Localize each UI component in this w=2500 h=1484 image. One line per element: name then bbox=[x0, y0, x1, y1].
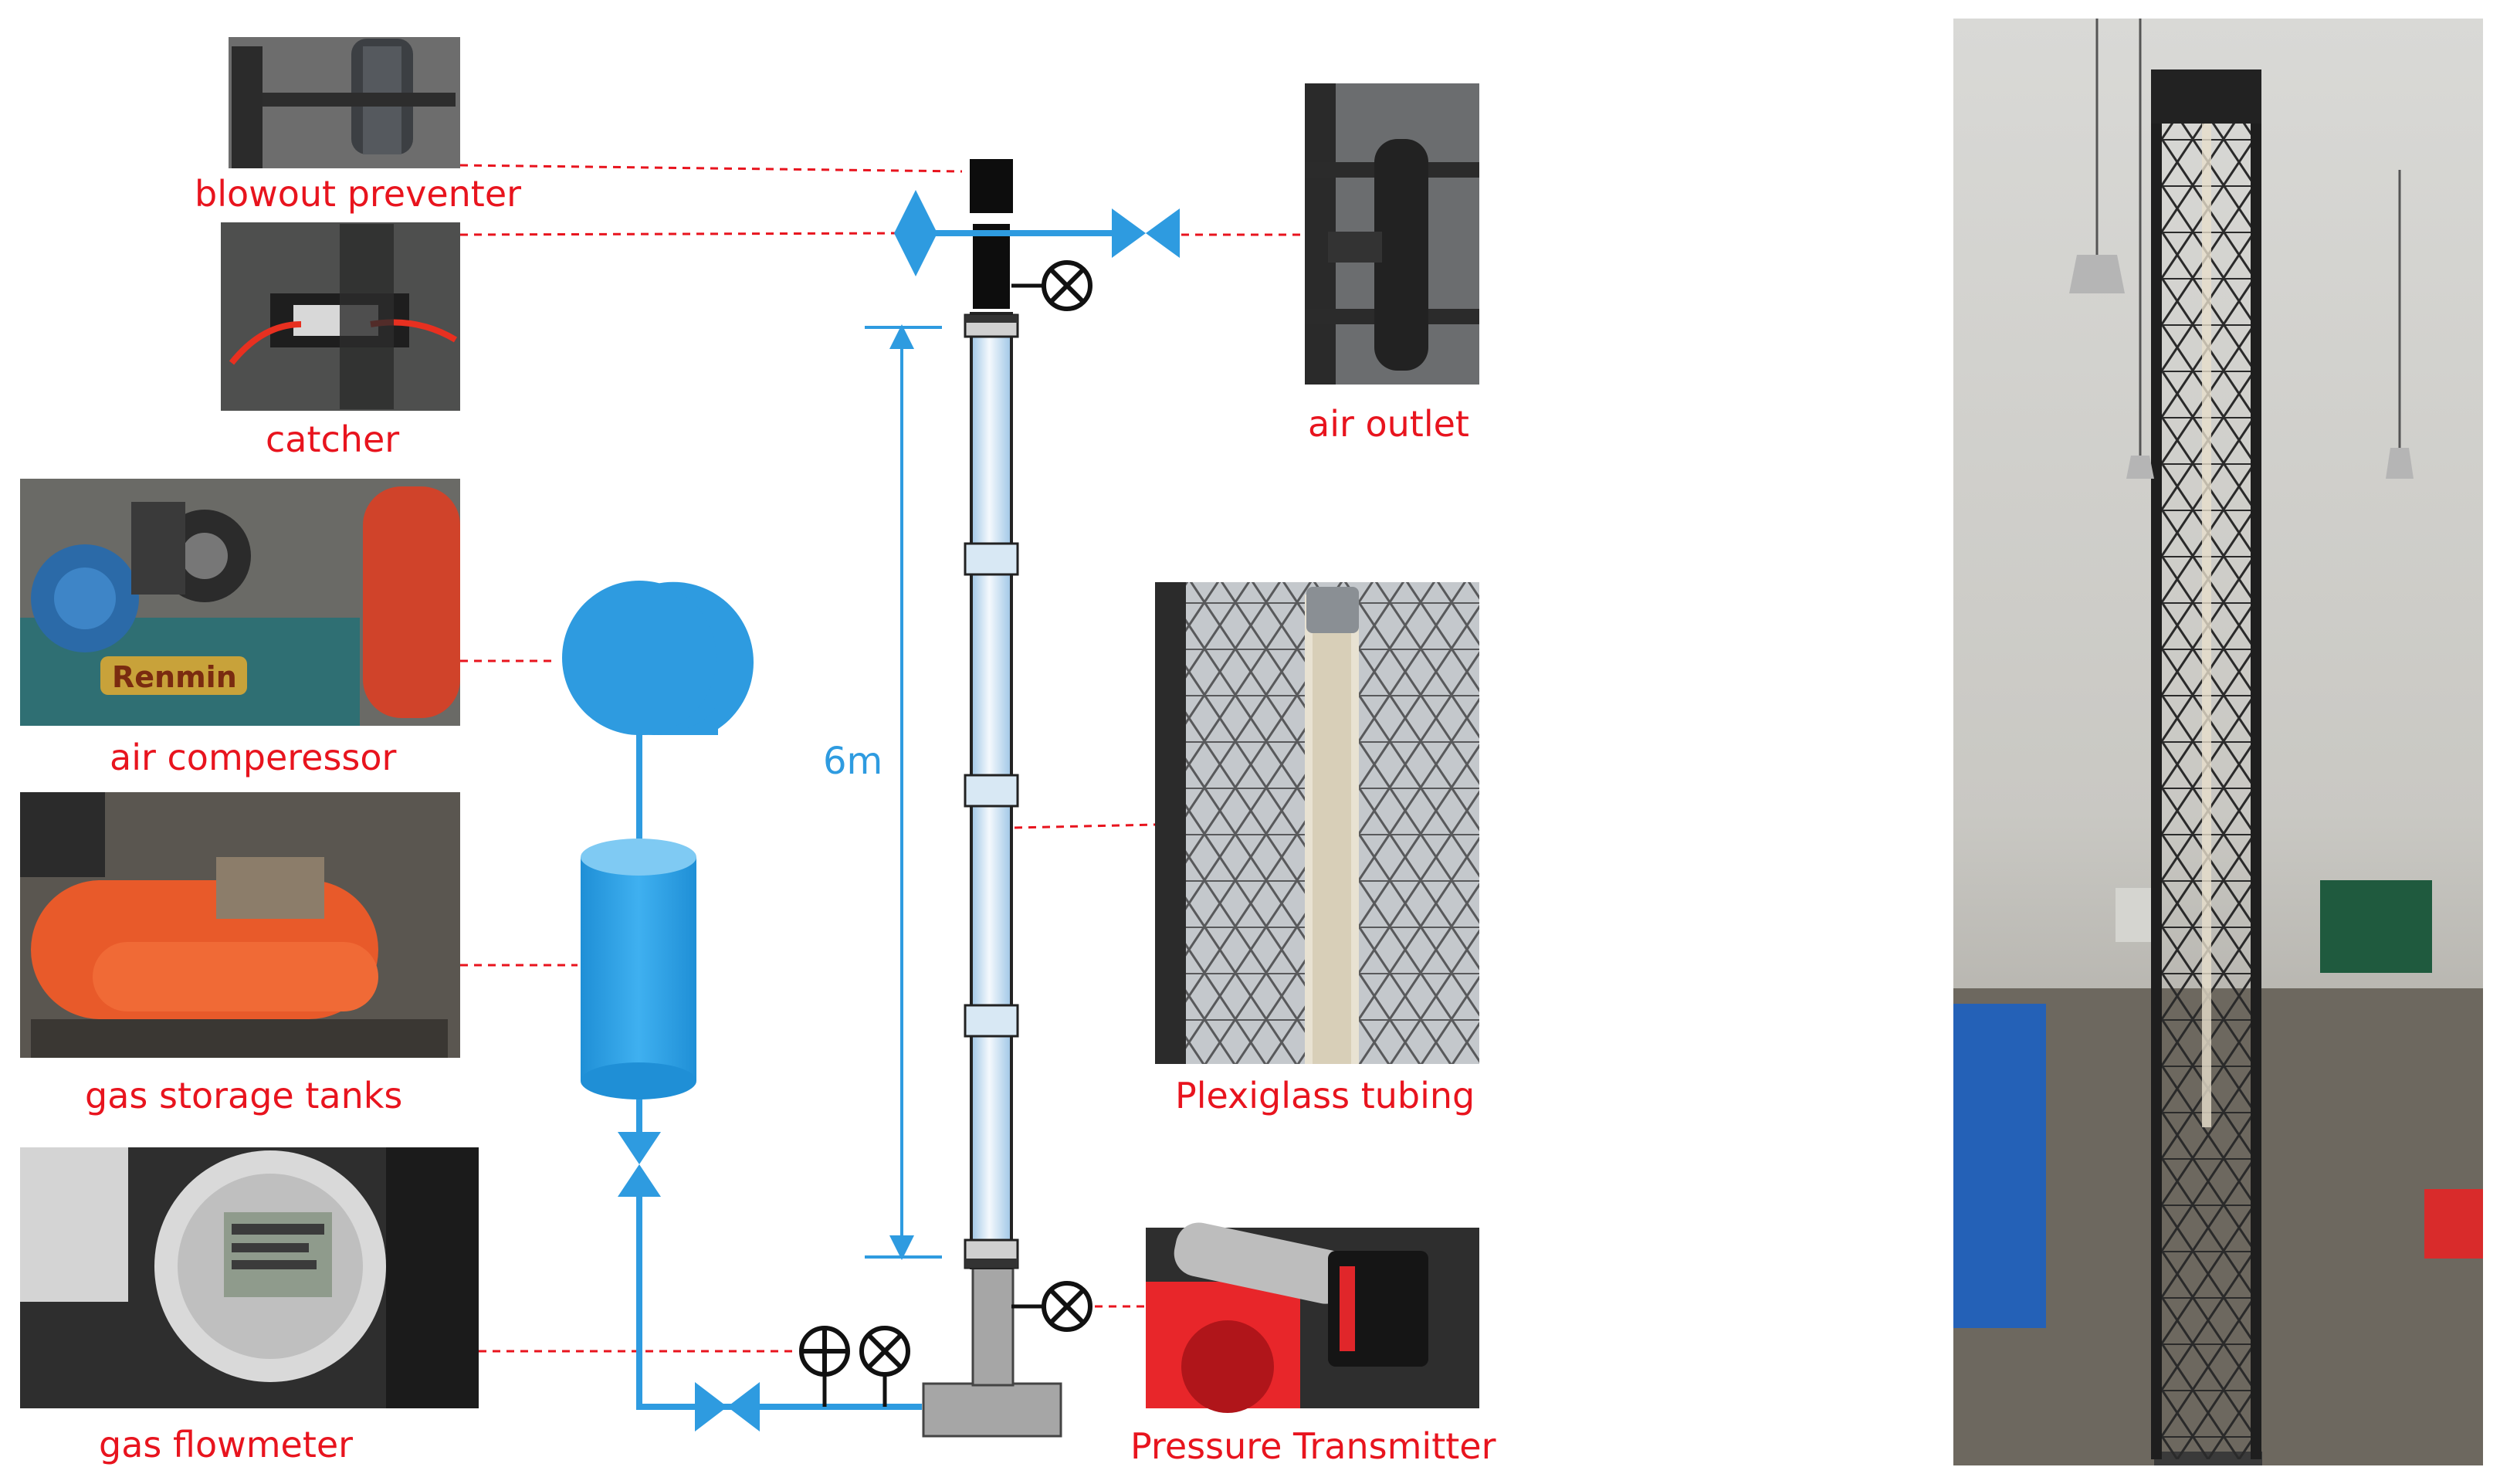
catcher-photo bbox=[221, 222, 460, 411]
label-catcher: catcher bbox=[266, 418, 400, 460]
label-plexiglass-tubing: Plexiglass tubing bbox=[1175, 1075, 1475, 1116]
lab-overview-photo bbox=[1953, 19, 2483, 1465]
label-air-outlet: air outlet bbox=[1308, 403, 1469, 445]
air-outlet-line bbox=[894, 190, 1180, 276]
label-gas-storage-tanks: gas storage tanks bbox=[85, 1075, 403, 1116]
label-air-compressor: air comperessor bbox=[110, 737, 397, 778]
gas-tank-symbol bbox=[581, 839, 696, 1099]
inlet-valve-icon bbox=[695, 1382, 760, 1431]
label-blowout-preventer: blowout preventer bbox=[195, 173, 522, 215]
height-dimension bbox=[865, 324, 942, 1260]
compressor-outlet bbox=[639, 703, 718, 735]
gas-flowmeter-photo bbox=[20, 1147, 479, 1408]
label-height-6m: 6m bbox=[823, 740, 883, 783]
transmitter-valve-icon bbox=[1011, 1281, 1092, 1332]
air-outlet-photo bbox=[1305, 83, 1479, 385]
blowout-preventer-symbol bbox=[970, 159, 1013, 309]
outlet-valve-icon bbox=[1112, 208, 1180, 258]
air-compressor-photo: Renmin bbox=[20, 479, 460, 726]
label-pressure-transmitter: Pressure Transmitter bbox=[1130, 1425, 1496, 1467]
catcher-diamond-icon bbox=[894, 190, 937, 276]
top-relief-valve-icon bbox=[1011, 260, 1092, 311]
gas-storage-tank-photo bbox=[20, 792, 460, 1058]
tubing-base bbox=[922, 1266, 1062, 1438]
supply-valve-icon bbox=[618, 1132, 661, 1197]
pressure-gauge-icon bbox=[859, 1326, 910, 1407]
blowout-preventer-photo bbox=[229, 37, 460, 168]
compressor-brand-text: Renmin bbox=[112, 660, 237, 694]
label-gas-flowmeter: gas flowmeter bbox=[99, 1424, 354, 1465]
plexiglass-tube bbox=[964, 312, 1019, 1269]
pressure-transmitter-photo bbox=[1146, 1222, 1479, 1413]
plexiglass-tubing-photo bbox=[1155, 582, 1479, 1064]
compressor-body bbox=[562, 581, 716, 735]
flowmeter-gauge-icon bbox=[799, 1326, 850, 1407]
